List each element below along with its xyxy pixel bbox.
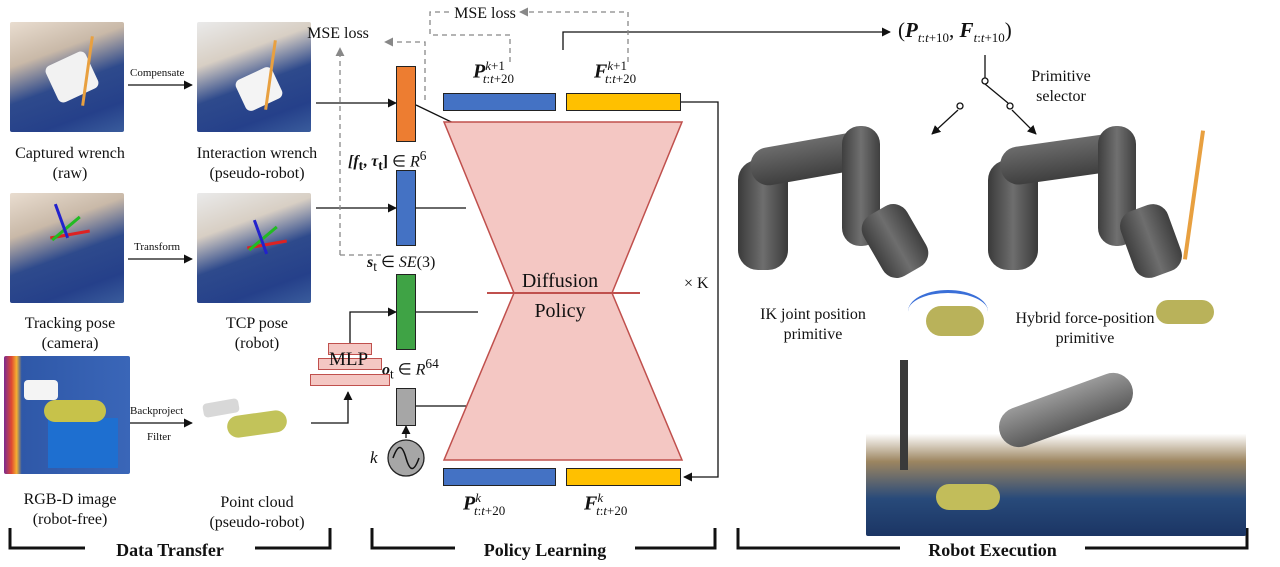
selector-arrow-right bbox=[1011, 109, 1037, 135]
captured-wrench-photo bbox=[10, 22, 124, 132]
selector-node-top bbox=[981, 77, 989, 85]
captured-wrench-label: Captured wrench(raw) bbox=[15, 145, 125, 182]
gripper-points bbox=[202, 397, 240, 419]
tool-grip bbox=[24, 380, 58, 400]
tracking-pose-label: Tracking pose(camera) bbox=[24, 315, 116, 352]
interaction-wrench-photo bbox=[197, 22, 311, 132]
point-cloud-label: Point cloud(pseudo-robot) bbox=[209, 494, 305, 531]
data-transfer-title: Data Transfer bbox=[85, 540, 255, 561]
selector-node-right bbox=[1006, 102, 1014, 110]
policy-learning-title: Policy Learning bbox=[455, 540, 635, 561]
filter-label: Filter bbox=[147, 431, 171, 443]
arrow-output-tuple bbox=[562, 27, 891, 50]
tool-grip bbox=[233, 65, 285, 113]
tcp-pose-photo bbox=[197, 193, 311, 303]
rgbd-image-photo bbox=[4, 356, 130, 474]
arrow-mlp-obs bbox=[349, 307, 397, 343]
mlp-layer-3 bbox=[310, 374, 390, 386]
mlp-layer-2 bbox=[318, 358, 382, 370]
tool-grip bbox=[43, 49, 101, 105]
mse-left-dashed bbox=[384, 37, 426, 100]
force-in-symbol: Fkt:t+20 bbox=[584, 490, 628, 518]
mse-right-dashed bbox=[519, 7, 629, 62]
tcp-pose-label: TCP pose(robot) bbox=[225, 315, 289, 352]
mse-loss-left-label: MSE loss bbox=[307, 25, 369, 42]
force-out-symbol: Fk+1t:t+20 bbox=[594, 58, 637, 86]
object-banana bbox=[225, 408, 289, 440]
state-symbol: st ∈ SE(3) bbox=[367, 254, 436, 275]
state-bar-blue bbox=[396, 170, 416, 246]
robot-wrist bbox=[1115, 199, 1187, 283]
rgbd-image-label: RGB-D image(robot-free) bbox=[23, 491, 117, 528]
object-banana bbox=[1156, 300, 1214, 324]
wrench-bar-orange bbox=[396, 66, 416, 142]
transform-label: Transform bbox=[134, 241, 181, 253]
mse-left-dashed-top bbox=[429, 11, 511, 62]
object-banana bbox=[44, 400, 106, 422]
point-cloud-photo bbox=[197, 395, 311, 455]
selector-node-left bbox=[956, 102, 964, 110]
compensate-label: Compensate bbox=[130, 67, 185, 79]
object-banana bbox=[936, 484, 1000, 510]
times-k-label: × K bbox=[684, 275, 709, 292]
loop-k-arrow bbox=[681, 101, 719, 482]
sine-wave-icon bbox=[392, 446, 420, 470]
k-symbol: k bbox=[370, 448, 378, 467]
selector-blade bbox=[984, 83, 1009, 104]
wrench-symbol: [ft, τt] ∈ R6 bbox=[348, 148, 427, 174]
robot-arm-right-image bbox=[980, 120, 1270, 340]
force-arrow-icon bbox=[1182, 130, 1206, 260]
mlp-label: MLP bbox=[329, 349, 369, 370]
mlp-layer-1 bbox=[328, 343, 372, 355]
position-in-symbol: Pkt:t+20 bbox=[463, 490, 506, 518]
interaction-wrench-label: Interaction wrench(pseudo-robot) bbox=[196, 145, 318, 182]
force-in-bar bbox=[566, 468, 681, 486]
k-bar-gray bbox=[396, 388, 416, 426]
camera-mount bbox=[900, 360, 908, 470]
robot-arm-real bbox=[993, 367, 1139, 453]
robot-execution-title: Robot Execution bbox=[900, 540, 1085, 561]
robot-arm-left-image bbox=[730, 120, 990, 340]
mse-loss-right-label: MSE loss bbox=[454, 5, 516, 22]
tracking-pose-photo bbox=[10, 193, 124, 303]
position-out-symbol: Pk+1t:t+20 bbox=[473, 58, 515, 86]
arc-blue bbox=[908, 290, 988, 333]
output-tuple: (Pt:t+10, Ft:t+10) bbox=[898, 18, 1012, 46]
obs-bar-green bbox=[396, 274, 416, 350]
selector-arrow-left bbox=[931, 109, 959, 135]
real-robot-photo bbox=[866, 350, 1246, 536]
arrow-pointcloud-mlp bbox=[310, 391, 353, 424]
obs-symbol: ot ∈ R64 bbox=[382, 356, 439, 382]
position-in-bar bbox=[443, 468, 556, 486]
position-out-bar bbox=[443, 93, 556, 111]
force-out-bar bbox=[566, 93, 681, 111]
blue-pad bbox=[48, 418, 118, 468]
backproject-label: Backproject bbox=[130, 405, 184, 417]
